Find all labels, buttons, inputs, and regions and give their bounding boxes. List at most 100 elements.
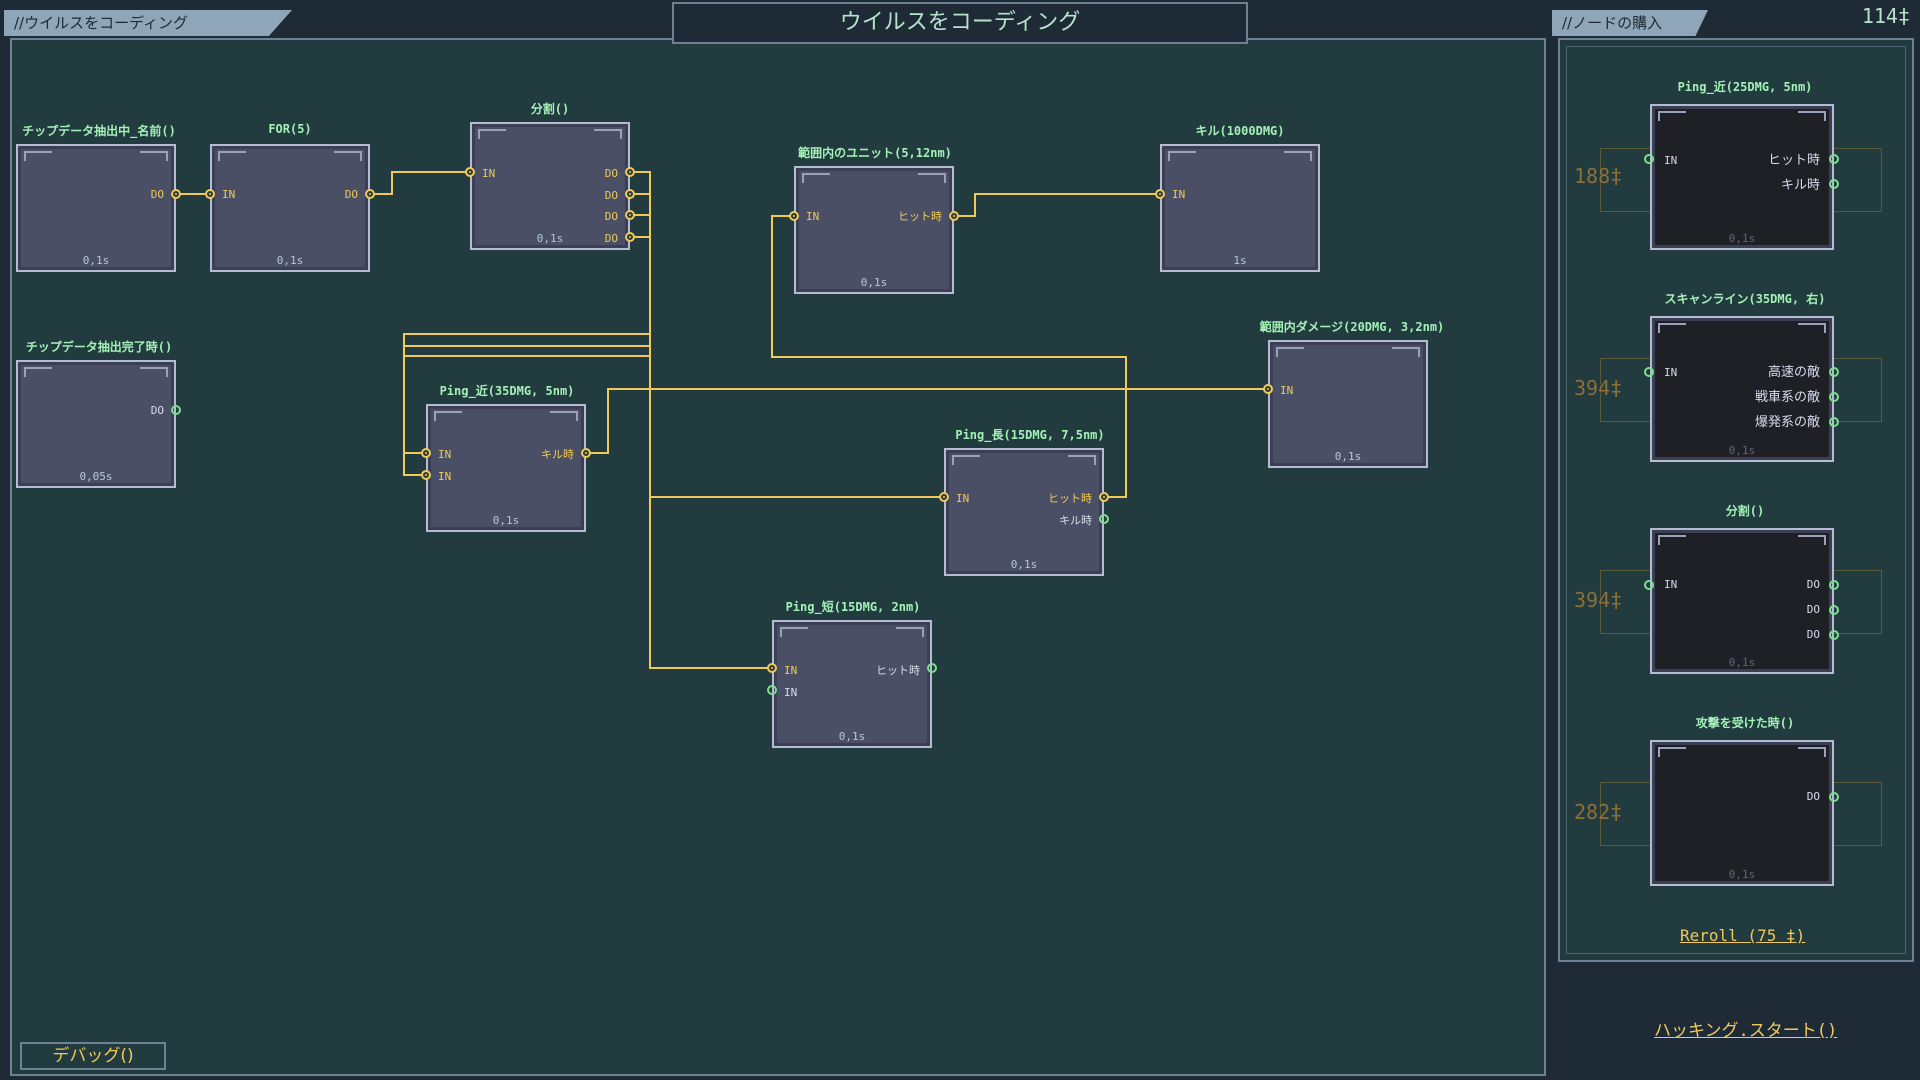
port-label: 高速の敵 [1767,365,1820,380]
port-label: DO [604,189,618,202]
port-label: キル時 [541,448,574,461]
node-ping-near[interactable]: IN IN キル時 0,1s [426,404,586,532]
node-title: Ping_近(35DMG, 5nm) [439,384,575,398]
output-port [1829,392,1839,402]
input-port [1644,580,1654,590]
port-label: IN [1664,154,1678,167]
hacking-start-button[interactable]: ハッキング.スタート() [1654,1021,1838,1041]
shop-item-price: 394‡ [1574,588,1623,612]
node-time: 0,1s [492,514,520,527]
node-time: 0,1s [1334,450,1362,463]
output-port[interactable] [365,189,375,199]
shop-item-split[interactable]: IN DO DO DO 0,1s [1650,528,1834,674]
port-label: DO [1806,603,1820,616]
shop-item-on-attacked[interactable]: DO 0,1s [1650,740,1834,886]
output-port[interactable] [1099,492,1109,502]
node-time: 0,1s [1728,656,1756,669]
port-label: DO [1806,578,1820,591]
input-port[interactable] [1263,384,1273,394]
shop-item-scanline[interactable]: IN 高速の敵 戦車系の敵 爆発系の敵 0,1s [1650,316,1834,462]
node-units-in-range[interactable]: IN ヒット時 0,1s [794,166,954,294]
node-title: 範囲内のユニット(5,12nm) [798,146,952,160]
node-chip-extract-done[interactable]: DO 0,05s [16,360,176,488]
input-port[interactable] [1155,189,1165,199]
input-port [1644,154,1654,164]
port-label: ヒット時 [898,210,942,223]
node-ping-long[interactable]: IN ヒット時 キル時 0,1s [944,448,1104,576]
node-kill[interactable]: IN 1s [1160,144,1320,272]
node-title: Ping_短(15DMG, 2nm) [785,600,921,614]
output-port [1829,154,1839,164]
shop-item-title: 分割() [1725,504,1765,518]
output-port[interactable] [625,189,635,199]
output-port [1829,580,1839,590]
input-port[interactable] [767,663,777,673]
port-label: DO [604,167,618,180]
reroll-button[interactable]: Reroll (75 ‡) [1680,926,1806,945]
node-time: 0,1s [1010,558,1038,571]
port-label: DO [150,188,164,201]
input-port[interactable] [205,189,215,199]
output-port[interactable] [171,405,181,415]
output-port[interactable] [1099,514,1109,524]
port-label: IN [1664,578,1678,591]
main-panel-tab: //ウイルスをコーディング [4,10,292,36]
output-port[interactable] [625,232,635,242]
node-time: 0,05s [79,470,113,483]
input-port[interactable] [465,167,475,177]
node-area-damage[interactable]: IN 0,1s [1268,340,1428,468]
shop-item-price: 188‡ [1574,164,1623,188]
node-time: 0,1s [536,232,564,245]
output-port[interactable] [625,167,635,177]
shop-panel-tab: //ノードの購入 [1552,10,1708,36]
port-label: IN [784,686,798,699]
node-time: 0,1s [838,730,866,743]
output-port[interactable] [625,210,635,220]
shop-item-ping-near[interactable]: IN ヒット時 キル時 0,1s [1650,104,1834,250]
port-label: キル時 [1059,514,1092,527]
port-label: IN [1280,384,1294,397]
output-port [1829,417,1839,427]
port-label: IN [1172,188,1186,201]
debug-button[interactable]: デバッグ() [20,1042,166,1070]
node-time: 0,1s [82,254,110,267]
output-port[interactable] [949,211,959,221]
input-port[interactable] [939,492,949,502]
output-port [1829,630,1839,640]
port-label: キル時 [1780,178,1820,193]
output-port[interactable] [581,448,591,458]
node-time: 0,1s [276,254,304,267]
node-time: 0,1s [1728,868,1756,881]
port-label: DO [604,232,618,245]
input-port[interactable] [421,448,431,458]
output-port [1829,367,1839,377]
port-label: IN [438,448,452,461]
port-label: IN [222,188,236,201]
port-label: DO [1806,628,1820,641]
node-title: チップデータ抽出中_名前() [22,124,176,138]
output-port [1829,792,1839,802]
node-title: Ping_長(15DMG, 7,5nm) [955,428,1105,442]
port-label: DO [1806,790,1820,803]
output-port[interactable] [171,189,181,199]
output-port[interactable] [927,663,937,673]
input-port[interactable] [767,685,777,695]
port-label: IN [1664,366,1678,379]
node-title: 分割() [530,102,570,116]
node-split[interactable]: IN DO DO DO DO 0,1s [470,122,630,250]
node-time: 0,1s [1728,444,1756,457]
page-title: ウイルスをコーディング [672,2,1248,44]
node-ping-short[interactable]: IN IN ヒット時 0,1s [772,620,932,748]
input-port[interactable] [789,211,799,221]
shop-item-price: 394‡ [1574,376,1623,400]
node-time: 1s [1233,254,1247,267]
node-title: FOR(5) [268,122,312,136]
shop-item-price: 282‡ [1574,800,1623,824]
node-for-loop[interactable]: IN DO 0,1s [210,144,370,272]
port-label: IN [956,492,970,505]
node-chip-extract-name[interactable]: DO 0,1s [16,144,176,272]
node-title: キル(1000DMG) [1195,124,1285,138]
port-label: DO [344,188,358,201]
port-label: DO [150,404,164,417]
input-port[interactable] [421,470,431,480]
